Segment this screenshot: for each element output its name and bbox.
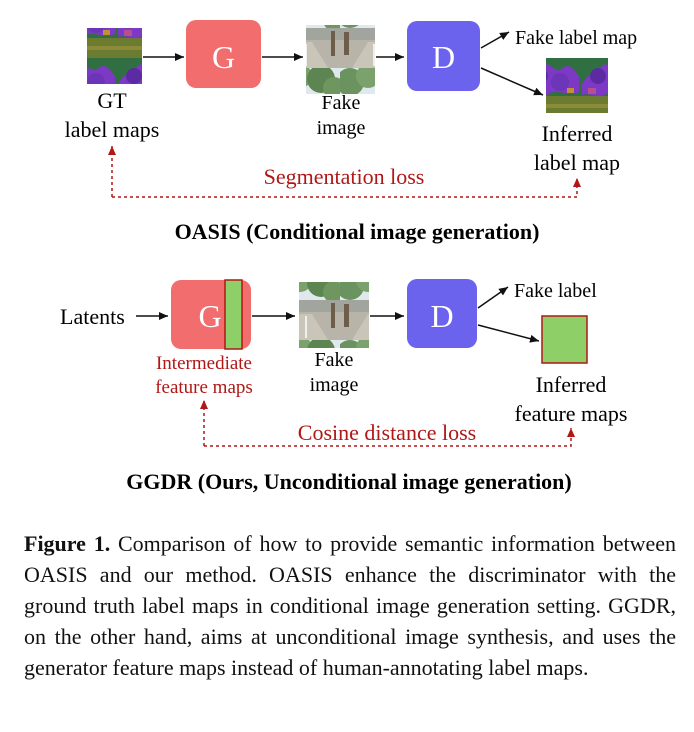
figure-caption-text: Comparison of how to provide semantic in…: [24, 531, 676, 680]
inferred-feature-map-box: [541, 315, 588, 364]
fake-label-text: Fake label: [514, 280, 597, 302]
ggdr-generator-label: G: [198, 298, 221, 334]
intermediate-feature-line1: Intermediate: [156, 353, 252, 374]
method-comparison-diagram: GT label maps G Fake image D Fake label …: [60, 20, 637, 494]
ggdr-diagram: Latents G Intermediate feature maps Fake…: [60, 279, 628, 494]
oasis-fake-image-line2: image: [317, 117, 366, 139]
oasis-fake-image: [306, 25, 375, 94]
inferred-feature-line2: feature maps: [515, 401, 628, 426]
inferred-label-map-line1: Inferred: [542, 121, 613, 146]
oasis-discriminator-label: D: [432, 39, 455, 75]
gt-label-map-image: [87, 28, 142, 84]
ggdr-discriminator-box: [407, 279, 477, 348]
inferred-feature-line1: Inferred: [536, 372, 607, 397]
oasis-discriminator-box: [407, 21, 480, 91]
discriminator-to-inferred-map-arrow: [480, 67, 544, 96]
oasis-generator-box: [186, 20, 261, 88]
ggdr-to-inferred-feature-arrow: [477, 324, 540, 343]
ggdr-title: GGDR (Ours, Unconditional image generati…: [126, 469, 572, 494]
oasis-fake-image-line1: Fake: [322, 92, 361, 114]
ggdr-fake-image-line2: image: [310, 374, 359, 396]
latents-label: Latents: [60, 304, 125, 329]
inferred-label-map-image: [546, 58, 608, 113]
oasis-diagram: GT label maps G Fake image D Fake label …: [65, 20, 637, 244]
ggdr-fake-image: [299, 282, 369, 348]
segmentation-loss-path: [112, 178, 581, 198]
segmentation-loss-label: Segmentation loss: [264, 164, 425, 189]
intermediate-feature-line2: feature maps: [155, 377, 253, 398]
figure-label: Figure 1.: [24, 531, 111, 556]
inferred-label-map-line2: label map: [534, 150, 620, 175]
cosine-loss-path: [204, 428, 575, 447]
oasis-generator-label: G: [212, 39, 235, 75]
ggdr-to-fake-label-arrow: [477, 286, 509, 309]
ggdr-fake-image-line1: Fake: [315, 349, 354, 371]
cosine-distance-loss-label: Cosine distance loss: [298, 420, 476, 445]
gt-label-line2: label maps: [65, 117, 160, 142]
figure-caption: Figure 1. Comparison of how to provide s…: [24, 528, 676, 683]
oasis-title: OASIS (Conditional image generation): [175, 219, 540, 244]
gt-label-line1: GT: [97, 88, 127, 113]
generator-feature-map-bar: [224, 279, 243, 350]
discriminator-to-fake-label-map-arrow: [480, 31, 510, 49]
fake-label-map-text: Fake label map: [515, 27, 637, 49]
ggdr-discriminator-label: D: [430, 298, 453, 334]
